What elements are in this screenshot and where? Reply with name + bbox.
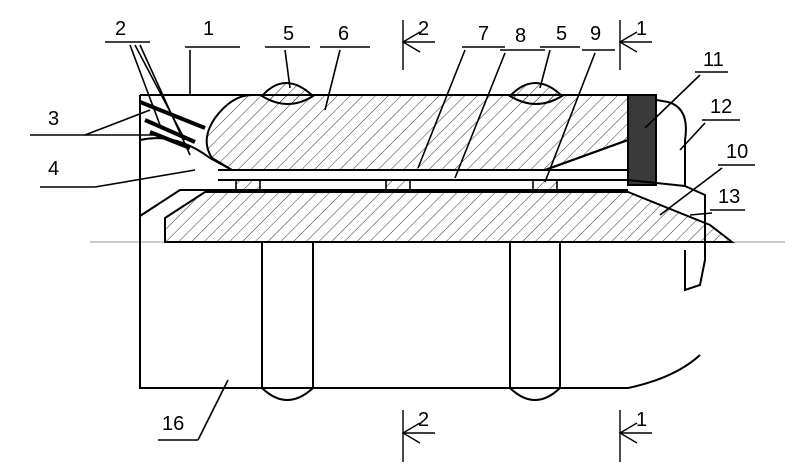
label-11: 11 bbox=[703, 49, 724, 71]
seal-part-11 bbox=[627, 94, 657, 186]
swell-5-left bbox=[260, 82, 315, 105]
label-12: 12 bbox=[710, 96, 732, 118]
mandrel-outer-line bbox=[139, 189, 200, 217]
section-marker-1-top bbox=[618, 20, 652, 70]
section-marker-1-bottom bbox=[618, 410, 652, 462]
label-3: 3 bbox=[48, 108, 59, 130]
label-4: 4 bbox=[48, 158, 59, 180]
sleeve-taper bbox=[544, 139, 686, 187]
label-10: 10 bbox=[726, 141, 748, 163]
label-8: 8 bbox=[515, 25, 526, 47]
section-label-2-bottom: 2 bbox=[418, 409, 429, 431]
strand-2-b bbox=[144, 118, 196, 144]
section-label-1-top: 1 bbox=[636, 18, 647, 40]
leader-lines bbox=[30, 41, 755, 441]
ring-9-b bbox=[385, 179, 411, 191]
groove-left bbox=[261, 242, 314, 401]
label-13: 13 bbox=[718, 186, 740, 208]
label-7: 7 bbox=[478, 23, 489, 45]
label-1: 1 bbox=[203, 18, 214, 40]
swell-5-right bbox=[508, 82, 564, 105]
label-5-left: 5 bbox=[283, 23, 294, 45]
label-2: 2 bbox=[115, 18, 126, 40]
ring-9-a bbox=[235, 179, 261, 191]
section-label-1-bottom: 1 bbox=[636, 409, 647, 431]
section-label-2-top: 2 bbox=[418, 18, 429, 40]
label-16: 16 bbox=[162, 413, 184, 435]
mandrel-part-10 bbox=[164, 191, 735, 243]
label-6: 6 bbox=[338, 23, 349, 45]
outer-body-outline bbox=[139, 95, 701, 389]
label-9: 9 bbox=[590, 23, 601, 45]
groove-right bbox=[509, 242, 561, 401]
label-5-right: 5 bbox=[556, 23, 567, 45]
section-marker-2-top bbox=[401, 20, 435, 70]
section-marker-2-bottom bbox=[401, 410, 435, 462]
end-cap-outline bbox=[627, 94, 706, 292]
